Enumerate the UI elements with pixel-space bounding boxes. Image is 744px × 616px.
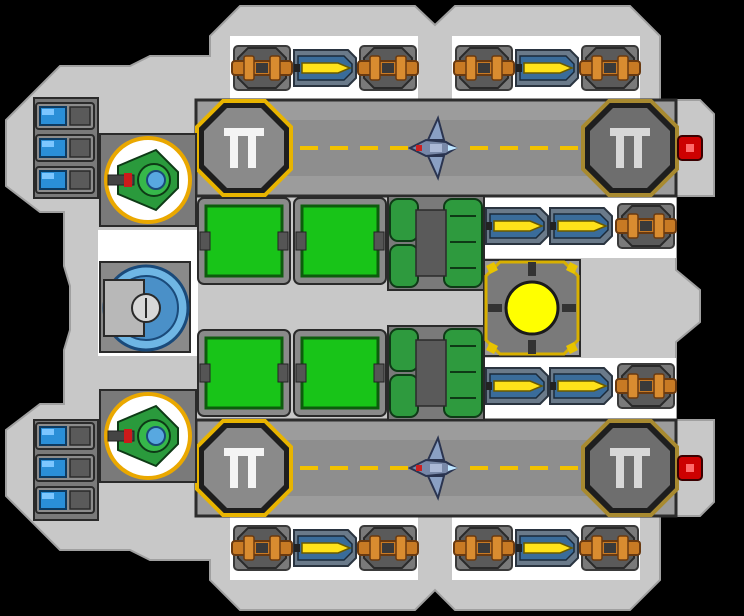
upper-hangar: [194, 98, 679, 198]
thruster-icon[interactable]: [35, 134, 95, 162]
runway-stripes: [300, 146, 578, 150]
cannon-icon[interactable]: [615, 203, 677, 249]
missile-launcher-icon[interactable]: [515, 529, 579, 567]
cannon-icon[interactable]: [357, 45, 419, 91]
missile-launcher-icon[interactable]: [549, 367, 613, 405]
cannon-icon[interactable]: [231, 45, 293, 91]
beacon-icon[interactable]: [677, 135, 703, 161]
turret-icon[interactable]: [98, 388, 198, 484]
armor-plate-icon[interactable]: [196, 196, 292, 286]
fuel-tank-icon[interactable]: [387, 195, 485, 291]
cannon-icon[interactable]: [453, 525, 515, 571]
reactor-icon[interactable]: [483, 259, 581, 357]
missile-launcher-icon[interactable]: [293, 529, 357, 567]
landing-pad-icon[interactable]: [195, 99, 293, 197]
armor-plate-icon[interactable]: [196, 328, 292, 418]
thruster-icon[interactable]: [35, 486, 95, 514]
landing-pad-icon[interactable]: [581, 419, 679, 517]
thruster-pod-lower: [33, 419, 99, 521]
beacon-icon[interactable]: [677, 455, 703, 481]
missile-launcher-icon[interactable]: [485, 207, 549, 245]
cannon-icon[interactable]: [579, 525, 641, 571]
armor-plate-icon[interactable]: [292, 328, 388, 418]
thruster-icon[interactable]: [35, 422, 95, 450]
missile-launcher-icon[interactable]: [549, 207, 613, 245]
thruster-icon[interactable]: [35, 454, 95, 482]
turret-icon[interactable]: [98, 132, 198, 228]
runway-stripes: [300, 466, 578, 470]
lower-hangar: [194, 418, 679, 518]
missile-launcher-icon[interactable]: [485, 367, 549, 405]
shield-generator-icon[interactable]: [99, 261, 191, 353]
thruster-icon[interactable]: [35, 102, 95, 130]
fuel-tank-icon[interactable]: [387, 325, 485, 421]
thruster-pod-upper: [33, 97, 99, 199]
thruster-icon[interactable]: [35, 166, 95, 194]
missile-launcher-icon[interactable]: [515, 49, 579, 87]
cannon-icon[interactable]: [615, 363, 677, 409]
cannon-icon[interactable]: [231, 525, 293, 571]
cannon-icon[interactable]: [357, 525, 419, 571]
landing-pad-icon[interactable]: [195, 419, 293, 517]
landing-pad-icon[interactable]: [581, 99, 679, 197]
cannon-icon[interactable]: [579, 45, 641, 91]
missile-launcher-icon[interactable]: [293, 49, 357, 87]
armor-plate-icon[interactable]: [292, 196, 388, 286]
cannon-icon[interactable]: [453, 45, 515, 91]
